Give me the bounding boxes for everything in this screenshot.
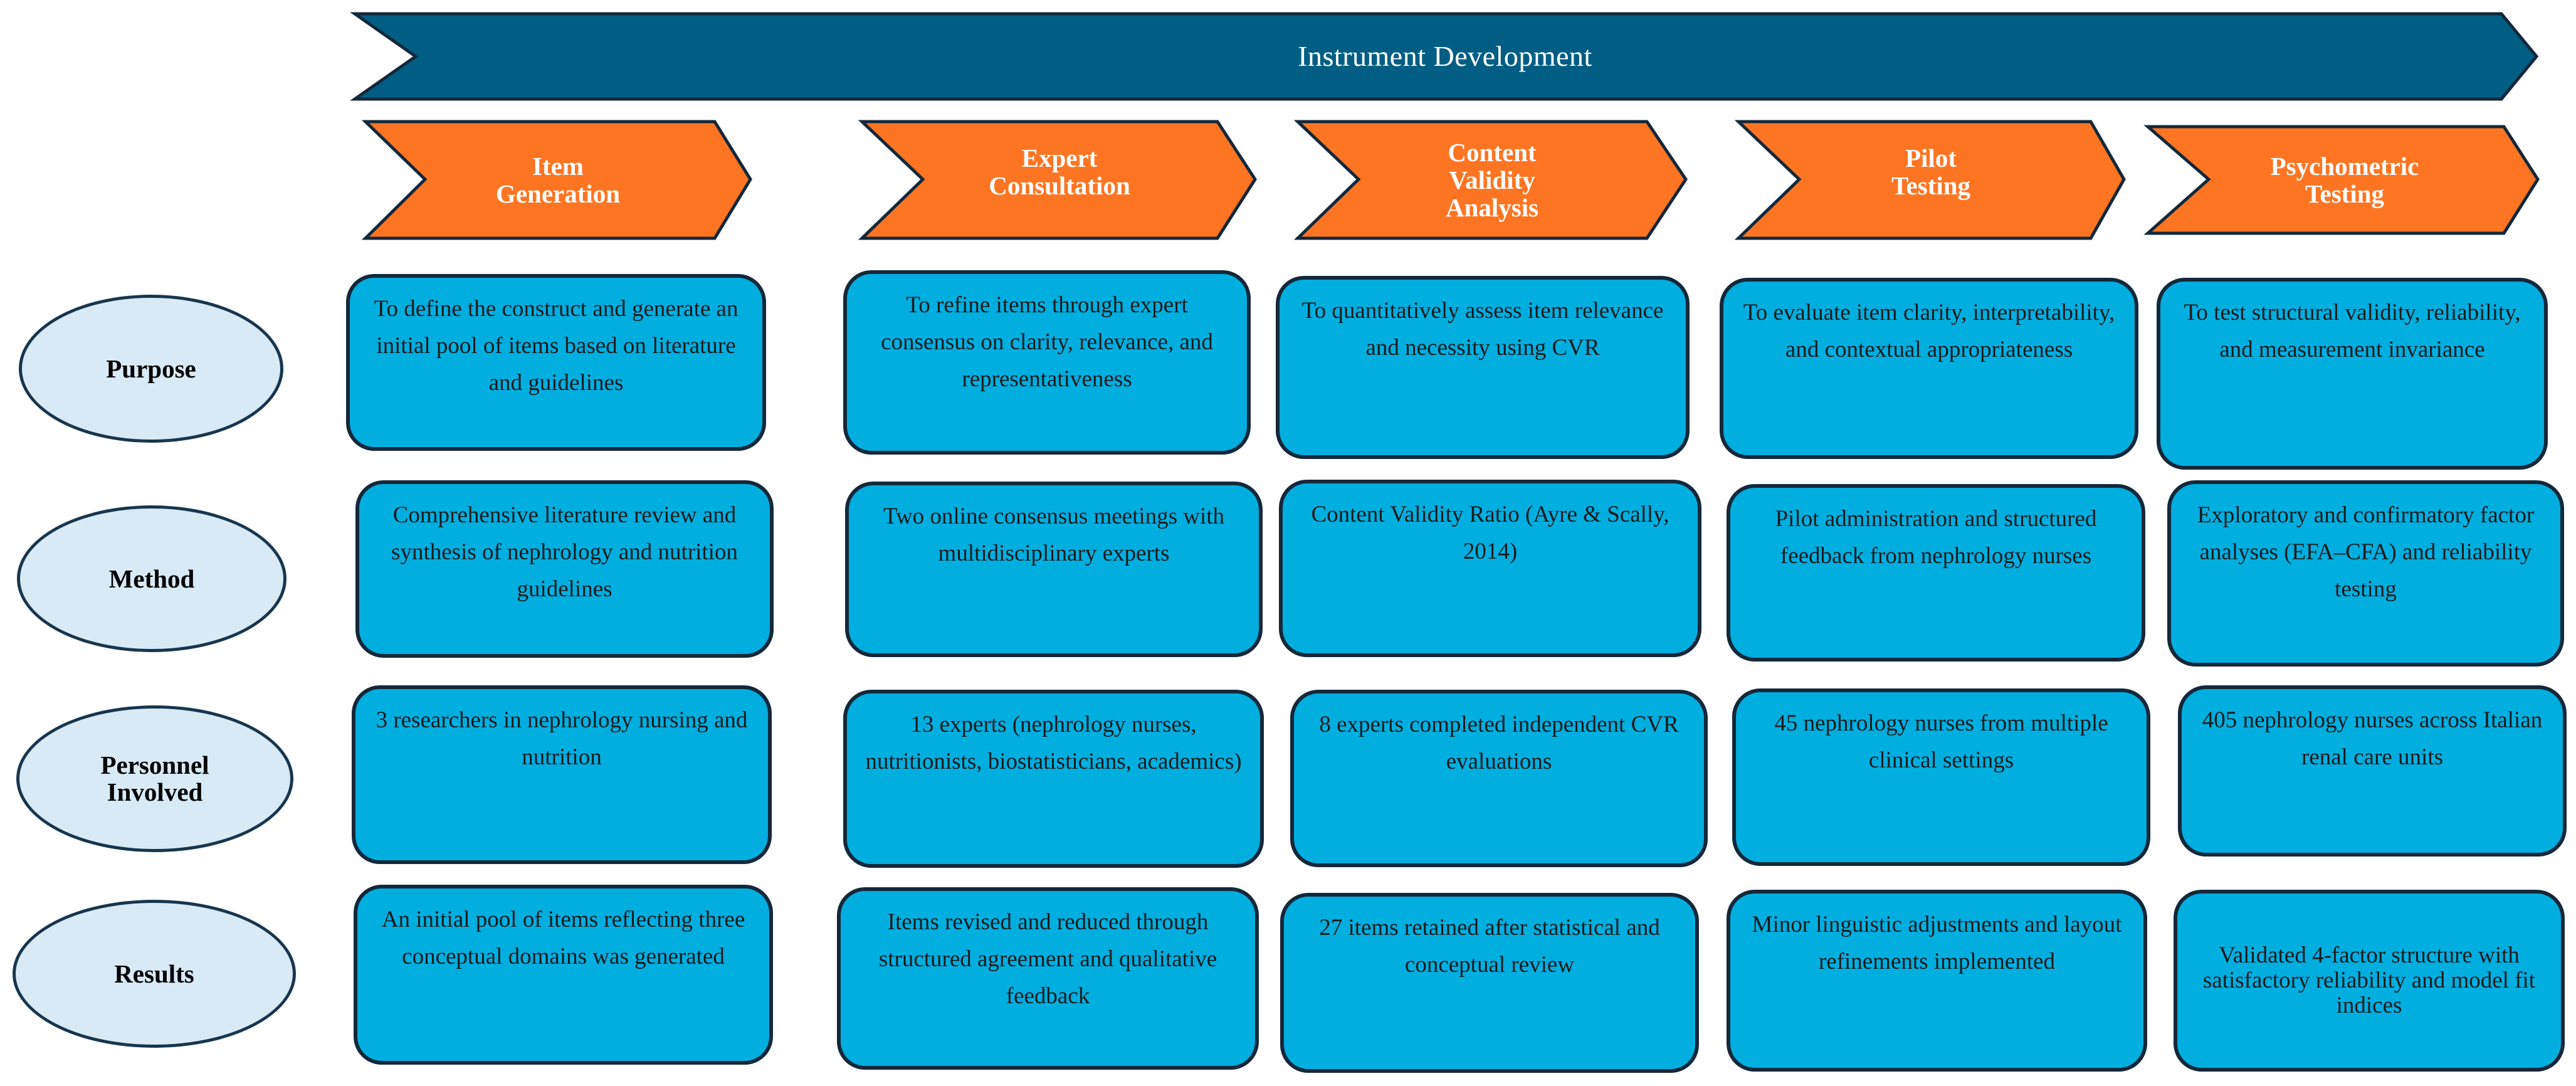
purpose-content-validity-analysis: To quantitatively assess item relevance …	[1276, 276, 1690, 459]
phase-label-psychometric-testing: Psychometric Testing	[2270, 152, 2419, 208]
results-pilot-testing: Minor linguistic adjustments and layout …	[1727, 890, 2147, 1072]
personnel-item-generation: 3 researchers in nephrology nursing and …	[352, 685, 772, 864]
row-label-personnel-involved: Personnel Involved	[16, 705, 293, 852]
personnel-psychometric-testing: 405 nephrology nurses across Italian ren…	[2178, 685, 2567, 857]
phase-label-content-validity-analysis: Content Validity Analysis	[1445, 138, 1539, 222]
method-psychometric-testing: Exploratory and confirmatory factor anal…	[2167, 480, 2564, 667]
method-pilot-testing: Pilot administration and structured feed…	[1727, 484, 2145, 662]
purpose-item-generation: To define the construct and generate an …	[346, 274, 766, 451]
banner-title: Instrument Development	[1298, 40, 1592, 72]
results-content-validity-analysis: 27 items retained after statistical and …	[1280, 893, 1699, 1073]
phase-label-pilot-testing: Pilot Testing	[1891, 144, 1971, 200]
purpose-pilot-testing: To evaluate item clarity, interpretabili…	[1720, 278, 2138, 459]
purpose-psychometric-testing: To test structural validity, reliability…	[2157, 278, 2548, 470]
phase-arrow-pilot-testing	[1734, 120, 2126, 240]
method-expert-consultation: Two online consensus meetings with multi…	[845, 482, 1263, 657]
phase-arrow-psychometric-testing	[2143, 125, 2540, 235]
row-label-method: Method	[17, 505, 287, 652]
phase-arrow-item-generation	[361, 120, 752, 240]
phase-arrow-content-validity-analysis	[1293, 120, 1688, 240]
personnel-content-validity-analysis: 8 experts completed independent CVR eval…	[1290, 690, 1708, 867]
instrument-development-banner	[350, 12, 2539, 101]
phase-label-expert-consultation: Expert Consultation	[989, 144, 1130, 200]
phase-label-item-generation: Item Generation	[495, 152, 621, 208]
personnel-expert-consultation: 13 experts (nephrology nurses, nutrition…	[843, 690, 1264, 868]
personnel-pilot-testing: 45 nephrology nurses from multiple clini…	[1732, 688, 2150, 866]
results-psychometric-testing: Validated 4-factor structure with satisf…	[2174, 890, 2565, 1072]
row-label-results: Results	[13, 900, 296, 1048]
row-label-purpose: Purpose	[19, 295, 283, 443]
phase-arrows	[361, 120, 2540, 240]
method-item-generation: Comprehensive literature review and synt…	[355, 480, 774, 658]
purpose-expert-consultation: To refine items through expert consensus…	[843, 270, 1251, 455]
results-expert-consultation: Items revised and reduced through struct…	[837, 887, 1259, 1070]
method-content-validity-analysis: Content Validity Ratio (Ayre & Scally, 2…	[1279, 480, 1701, 657]
results-item-generation: An initial pool of items reflecting thre…	[354, 885, 773, 1065]
phase-arrow-expert-consultation	[858, 120, 1257, 240]
